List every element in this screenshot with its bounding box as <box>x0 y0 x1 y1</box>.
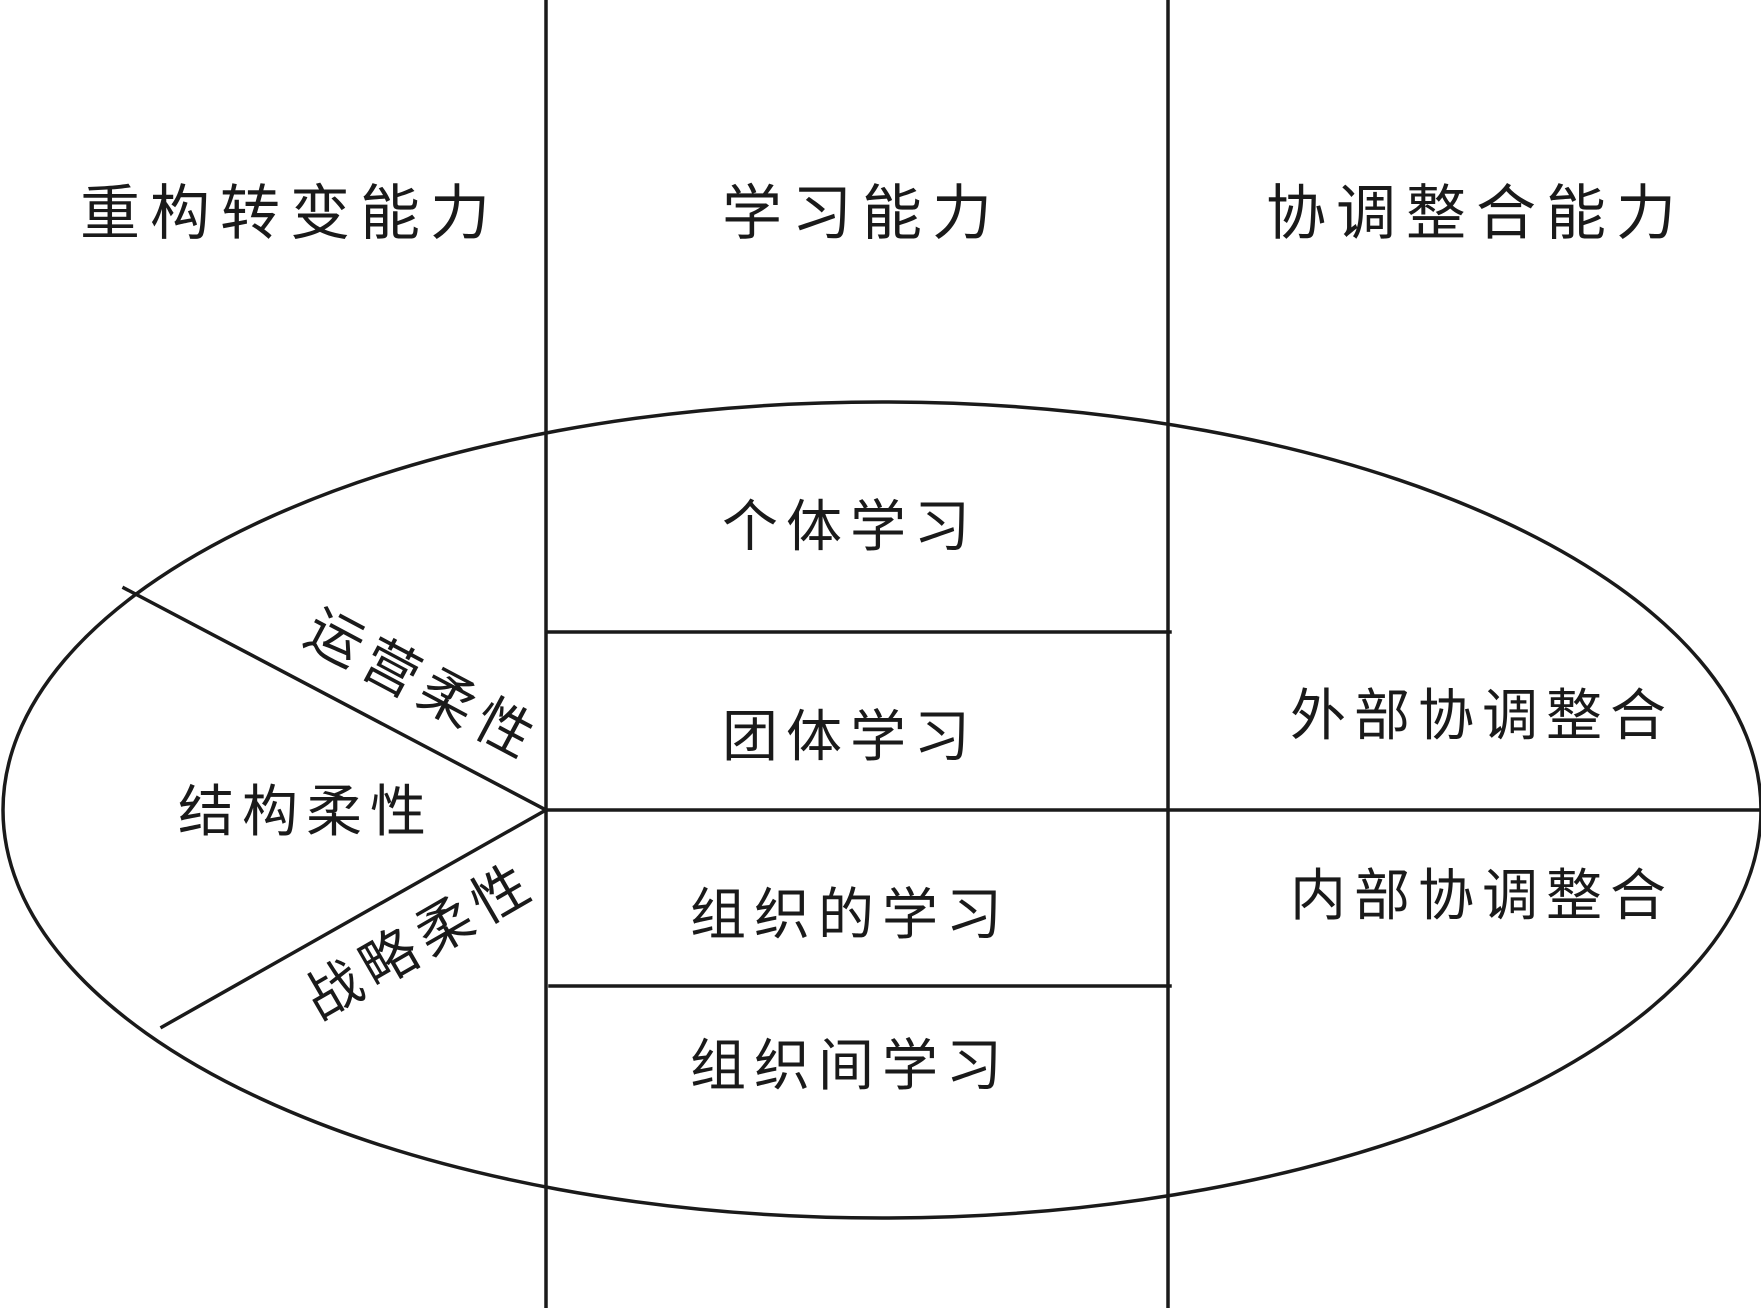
label-operational-flexibility: 运营柔性 <box>294 597 551 775</box>
label-external-coordination: 外部协调整合 <box>1290 684 1674 749</box>
label-strategic-flexibility: 战略柔性 <box>294 849 548 1033</box>
label-individual-learning: 个体学习 <box>722 495 978 560</box>
label-inter-organizational-learning: 组织间学习 <box>690 1034 1010 1099</box>
label-team-learning: 团体学习 <box>722 705 978 770</box>
label-structural-flexibility: 结构柔性 <box>178 780 434 845</box>
header-reconfiguration: 重构转变能力 <box>80 179 500 249</box>
header-coordination: 协调整合能力 <box>1266 179 1686 249</box>
wedge-line-lower <box>159 807 549 1030</box>
header-learning: 学习能力 <box>722 179 1002 249</box>
ellipse-outline <box>1 400 1761 1220</box>
label-internal-coordination: 内部协调整合 <box>1290 864 1674 929</box>
wedge-line-upper <box>121 585 549 813</box>
label-organizational-learning: 组织的学习 <box>690 883 1010 948</box>
